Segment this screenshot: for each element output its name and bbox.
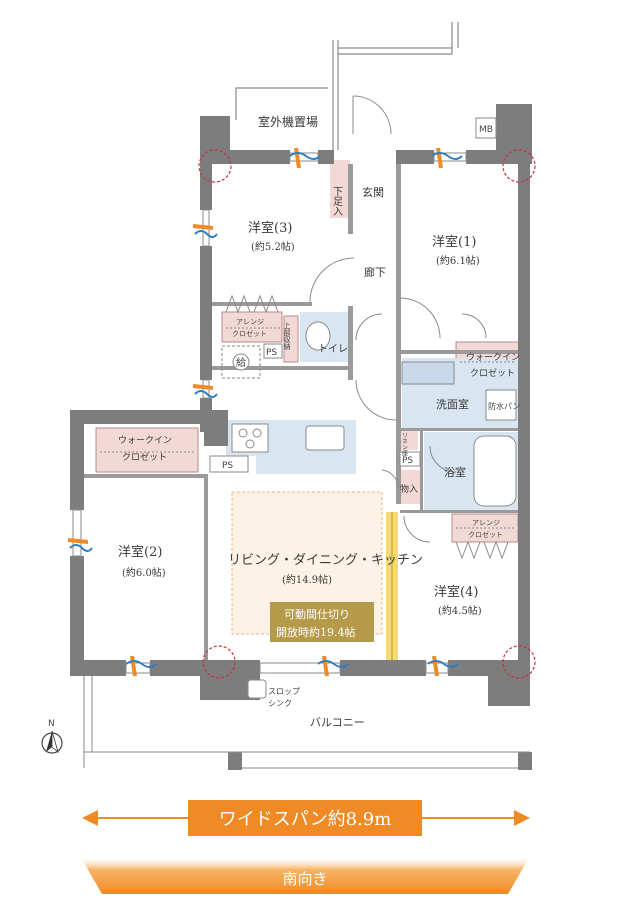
movable-partition [386,512,398,660]
ps-label-1: PS [266,348,277,358]
ldk-name: リビング・ダイニング・キッチン [228,553,423,568]
western1-name: 洋室(1) [432,234,476,250]
wide-span-label: ワイドスパン約8.9m [219,809,392,830]
partition-line1: 可動間仕切り [284,607,350,621]
western1-size: (約6.1帖) [436,254,480,267]
wind-icon [427,655,459,677]
column-marker-se [502,645,536,679]
western4-name: 洋室(4) [434,584,478,600]
shoe-closet-label: 下足入 [331,186,343,216]
linen-label: リネン庫 [401,432,408,457]
wind-icon [192,224,218,238]
water-heater-label: 給 [236,356,246,369]
wind-icon [67,538,93,552]
balcony-label: バルコニー [310,716,365,729]
ps-label-2: PS [402,456,413,466]
arrange-closet3-line1: アレンジ [236,318,264,326]
arrange-closet-3-fill [221,311,283,343]
bathroom-label: 浴室 [444,465,466,479]
arrange-closet3-line2: クロゼット [232,329,267,338]
washroom-label: 洗面室 [436,397,469,411]
wic1-line2: クロゼット [470,367,515,379]
toilet-label: トイレ [318,344,348,355]
wic2-fill [95,427,199,473]
wic1-line1: ウォークイン [466,352,520,363]
outdoor-unit-label: 室外機置場 [258,114,318,129]
upper-storage-fill [283,315,299,363]
fixtures [83,95,530,769]
south-facing-banner: 南向き [80,856,530,894]
wic2-line1: ウォークイン [118,435,172,446]
western2-name: 洋室(2) [118,544,162,560]
partition-line2: 開放時約19.4帖 [276,625,356,639]
ps-label-3: PS [222,461,233,471]
slop-sink-line2: シンク [268,699,292,708]
slop-sink-line1: スロップ [268,687,300,696]
north-compass: N [41,719,63,754]
wind-icon [317,655,349,677]
arrow-right-icon [514,810,530,826]
western2-size: (約6.0帖) [122,566,166,579]
column-marker-nw [198,149,232,183]
western3-name: 洋室(3) [248,220,292,236]
arrange-closet4-line1: アレンジ [472,519,500,527]
column-marker-sw [202,645,236,679]
storage-label: 物入 [400,483,418,495]
walls [70,104,532,770]
exterior-outline [235,22,459,150]
western3-size: (約5.2帖) [251,240,295,253]
linen-fill [400,428,418,450]
room-labels: 室外機置場 MB 玄関 廊下 下足入 洋室(3) (約5.2帖) 洋室(1) (… [118,114,520,729]
wind-icon [431,147,463,169]
kitchen-counter-lower [256,456,356,474]
arrange-closet4-line2: クロゼット [468,530,503,539]
column-marker-ne [502,149,536,183]
hallway-label: 廊下 [364,265,386,279]
shoe-closet-fill [330,160,350,218]
waterproof-pan-label: 防水パン [488,401,520,411]
wind-icon [289,147,321,169]
wind-icon [192,384,218,398]
mb-label: MB [479,125,493,135]
partition-label-box [270,602,374,642]
south-facing-label: 南向き [282,870,327,888]
arrow-left-icon [82,810,98,826]
wind-icon [125,655,157,677]
entrance-label: 玄関 [362,185,384,199]
western4-size: (約4.5帖) [438,604,482,617]
wic2-line2: クロゼット [122,451,167,463]
wide-span-banner: ワイドスパン約8.9m [82,800,530,836]
storage-fill [398,470,420,504]
north-label: N [48,719,55,729]
ventilation-markers [67,147,463,677]
upper-storage-label: 上部収納 [283,321,291,351]
ldk-size: (約14.9帖) [282,573,332,586]
column-markers [198,149,536,679]
